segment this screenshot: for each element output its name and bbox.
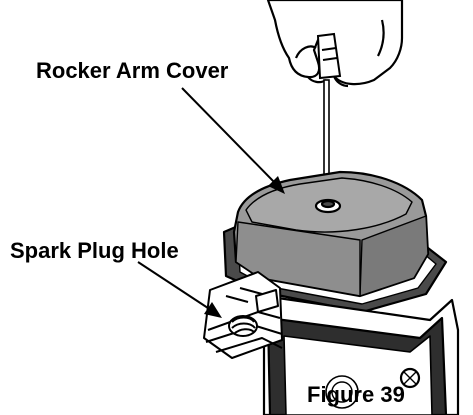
figure-caption: Figure 39 [307, 384, 405, 406]
spark-plug-hole-label: Spark Plug Hole [10, 240, 179, 262]
rocker-arm-cover-label: Rocker Arm Cover [36, 60, 228, 82]
